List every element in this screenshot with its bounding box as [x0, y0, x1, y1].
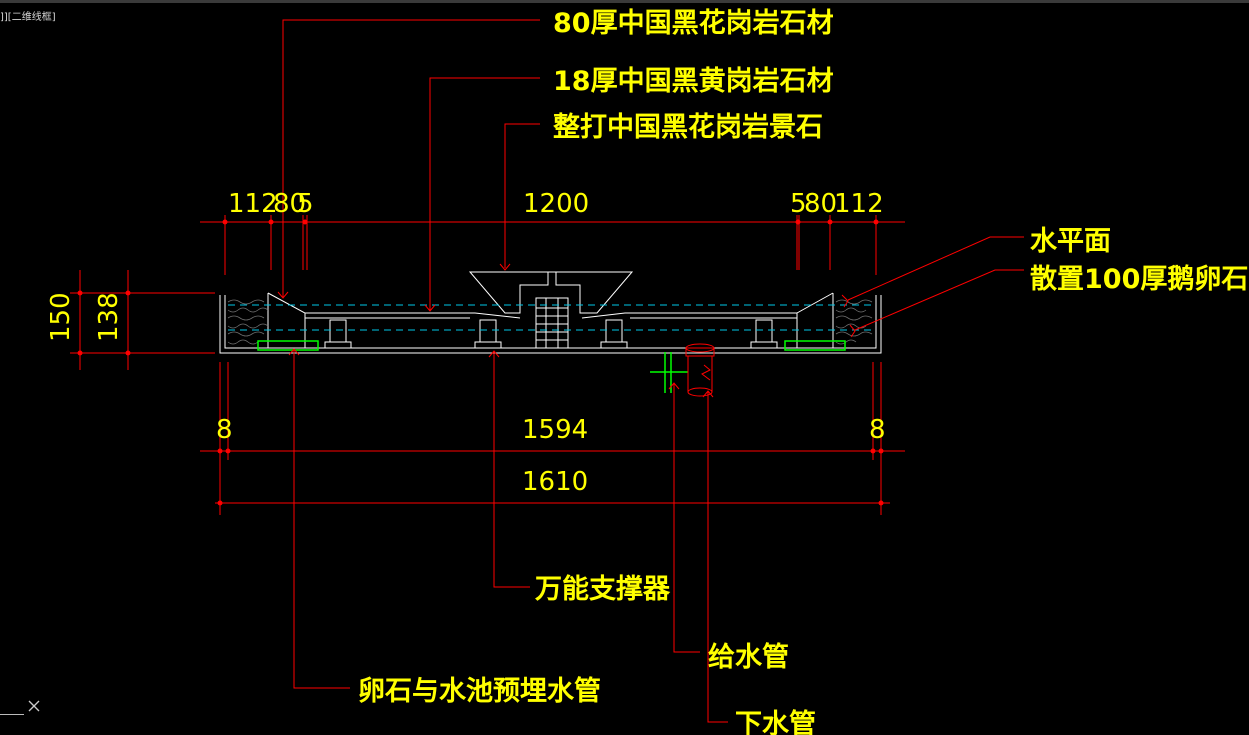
dim-top-right-small: 5 [790, 189, 807, 219]
command-line-handle[interactable] [0, 714, 24, 715]
viewport-controls[interactable]: ]][二维线框] [0, 8, 56, 23]
dimension-lines [70, 215, 905, 515]
close-icon[interactable] [26, 698, 42, 714]
dim-top-left-small: 5 [297, 189, 314, 219]
basin-outline [219, 271, 882, 354]
dim-top-left-mid: 80 [273, 189, 306, 219]
dim-height-outer: 150 [46, 292, 76, 342]
dim-top-center: 1200 [523, 189, 589, 219]
dim-top-right: 112 [834, 189, 884, 219]
leader-lines [282, 19, 1024, 723]
embedded-pipes [257, 340, 846, 393]
label-feature-stone: 整打中国黑花岗岩景石 [553, 112, 823, 143]
pedestal-supports [324, 319, 778, 349]
dimension-ticks [77, 219, 884, 506]
dim-top-left: 112 [228, 189, 278, 219]
drain-pipe [685, 343, 715, 397]
leader-arrows [277, 263, 856, 398]
dim-bottom-right: 8 [869, 415, 886, 445]
viewport-label[interactable]: ]][二维线框] [0, 12, 56, 23]
dim-height-inner: 138 [94, 292, 124, 342]
label-granite-18: 18厚中国黑黄岗岩石材 [553, 66, 834, 97]
label-granite-80: 80厚中国黑花岗岩石材 [553, 8, 834, 39]
label-supply-pipe: 给水管 [708, 642, 789, 673]
label-water-level: 水平面 [1030, 226, 1111, 257]
dim-top-right-mid: 80 [804, 189, 837, 219]
dim-bottom-left: 8 [216, 415, 233, 445]
label-embedded-pipe: 卵石与水池预埋水管 [358, 676, 601, 707]
label-drain-pipe: 下水管 [735, 709, 816, 735]
dim-bottom-inner: 1594 [522, 415, 588, 445]
title-bar [0, 0, 1249, 3]
label-support: 万能支撑器 [535, 573, 671, 605]
label-pebbles: 散置100厚鹅卵石 [1030, 264, 1248, 295]
pebble-fill [227, 299, 873, 345]
dim-bottom-total: 1610 [522, 467, 588, 497]
